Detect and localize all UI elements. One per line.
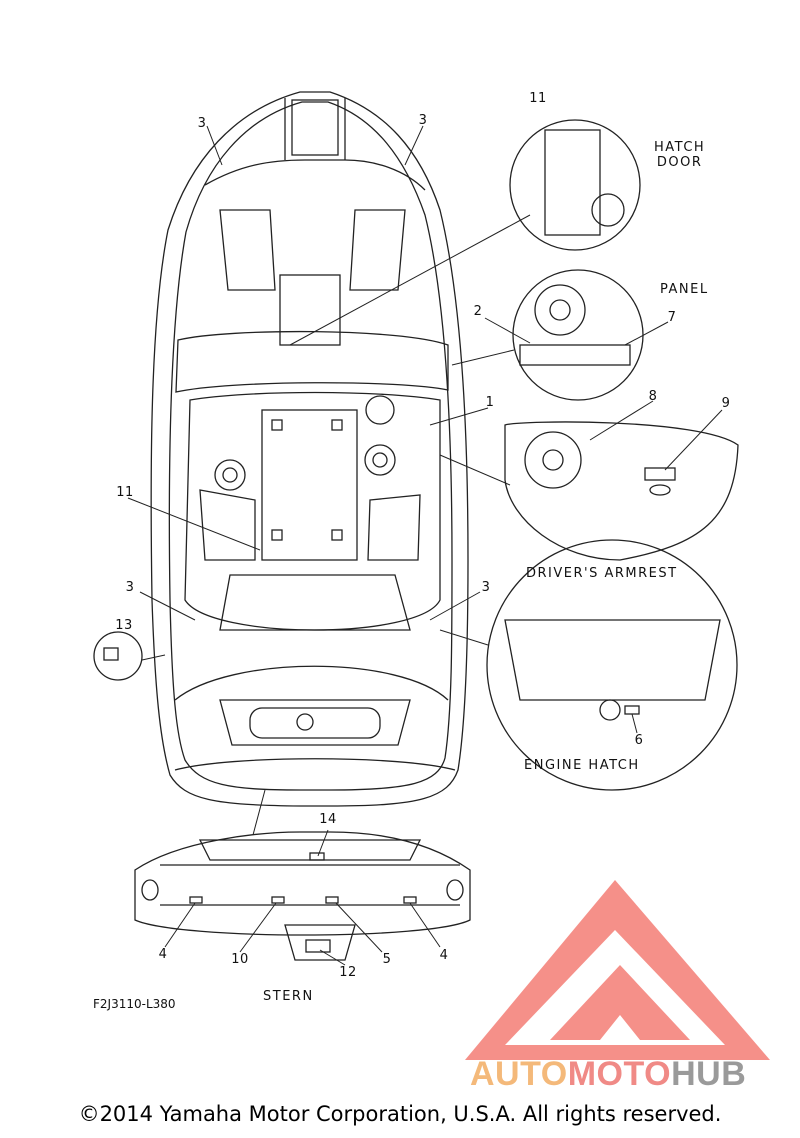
- part-code: F2J3110-L380: [93, 997, 176, 1011]
- engine-hatch-detail: [486, 539, 738, 791]
- callout-14: 14: [319, 812, 337, 827]
- watermark-logo-icon: [465, 880, 770, 1060]
- callout-4: 4: [439, 948, 449, 963]
- drivers-armrest-label: DRIVER'S ARMREST: [526, 566, 678, 581]
- callout-10: 10: [231, 952, 249, 967]
- callout-8: 8: [648, 389, 658, 404]
- stern-label: STERN: [263, 989, 314, 1004]
- brand-moto: MOTO: [567, 1055, 672, 1093]
- callout-7: 7: [667, 310, 677, 325]
- stern-view: [134, 831, 471, 961]
- copyright-notice: ©2014 Yamaha Motor Corporation, U.S.A. A…: [78, 1102, 722, 1126]
- detail-circles: [93, 119, 739, 791]
- hatch-door-label: HATCH DOOR: [654, 140, 706, 170]
- callout-11: 11: [116, 485, 134, 500]
- panel-label: PANEL: [660, 282, 709, 297]
- hatch-door-detail: [509, 119, 641, 251]
- brand-auto: AUTO: [470, 1055, 568, 1093]
- armrest-detail: [504, 421, 739, 561]
- callout-4: 4: [158, 947, 168, 962]
- callout-5: 5: [382, 952, 392, 967]
- engine-hatch-label: ENGINE HATCH: [524, 758, 640, 773]
- callout-11: 11: [529, 91, 547, 106]
- callout-3: 3: [197, 116, 207, 131]
- callout-9: 9: [721, 396, 731, 411]
- boat-hull: [150, 91, 469, 807]
- leader-lines: [127, 125, 723, 966]
- label-13-detail: [93, 631, 143, 681]
- callout-6: 6: [634, 733, 644, 748]
- callout-3: 3: [481, 580, 491, 595]
- callout-3: 3: [418, 113, 428, 128]
- brand-hub: HUB: [671, 1055, 747, 1093]
- callout-12: 12: [339, 965, 357, 980]
- watermark-brand: AUTOMOTOHUB: [470, 1055, 746, 1094]
- callout-13: 13: [115, 618, 133, 633]
- callout-3: 3: [125, 580, 135, 595]
- callout-1: 1: [485, 395, 495, 410]
- callout-2: 2: [473, 304, 483, 319]
- panel-detail: [512, 269, 644, 401]
